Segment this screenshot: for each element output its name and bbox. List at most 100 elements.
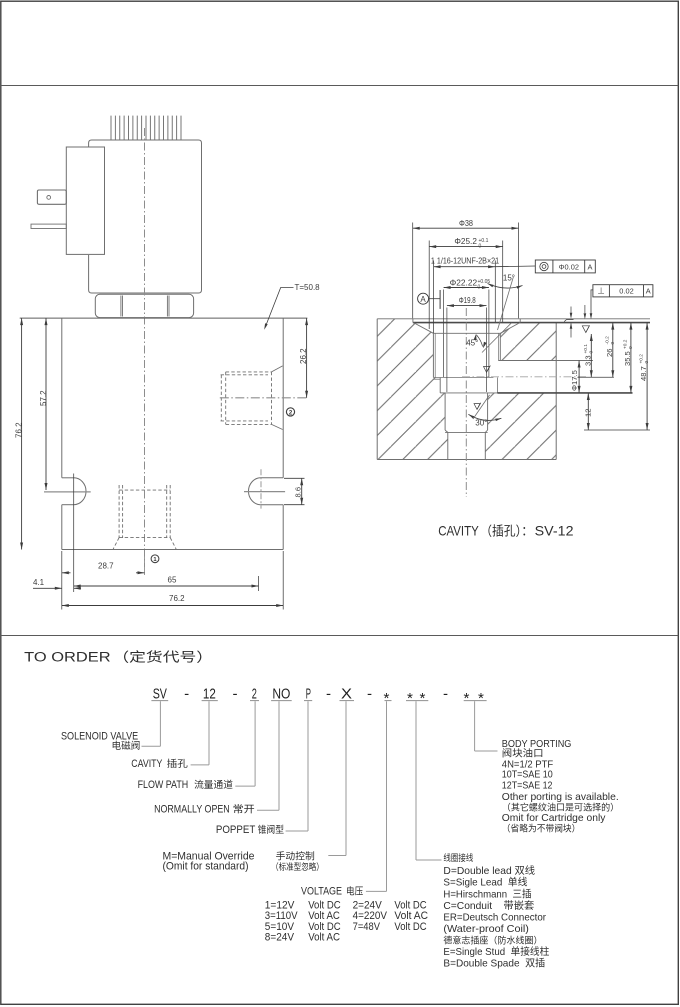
svg-text:*: * [420, 690, 426, 707]
svg-text:Volt AC: Volt AC [308, 910, 340, 922]
svg-text:CAVITY: CAVITY [438, 522, 479, 538]
svg-text:ER=Deutsch Connector: ER=Deutsch Connector [443, 912, 546, 923]
svg-text:德意志插座（防水线圈）: 德意志插座（防水线圈） [443, 934, 542, 945]
svg-text:A: A [588, 263, 593, 272]
svg-text:A: A [420, 295, 426, 304]
svg-text:Φ25.2: Φ25.2 [454, 237, 477, 246]
svg-text:FLOW PATH: FLOW PATH [138, 779, 189, 791]
svg-text:0.02: 0.02 [619, 287, 633, 296]
svg-text:10T=SAE 10: 10T=SAE 10 [502, 770, 553, 781]
svg-text:4=220V: 4=220V [353, 910, 388, 922]
svg-text:锥阀型: 锥阀型 [258, 823, 285, 836]
svg-text:E=Single Stud 单接线柱: E=Single Stud 单接线柱 [443, 945, 549, 958]
svg-text:28.7: 28.7 [98, 562, 114, 571]
svg-text:BODY PORTING: BODY PORTING [502, 739, 572, 750]
svg-text:-: - [367, 686, 372, 703]
svg-text:NORMALLY OPEN: NORMALLY OPEN [154, 804, 230, 816]
svg-text:-: - [184, 686, 189, 703]
svg-text:Omit for Cartridge only: Omit for Cartridge only [502, 813, 606, 824]
svg-text:线圈接线: 线圈接线 [443, 852, 473, 863]
svg-text:手动控制: 手动控制 [276, 850, 315, 863]
svg-text:45°: 45° [466, 339, 478, 348]
svg-text:2: 2 [252, 686, 257, 703]
svg-text:Φ38: Φ38 [459, 219, 473, 228]
svg-text:Volt DC: Volt DC [394, 921, 427, 933]
svg-text:76.2: 76.2 [169, 594, 185, 603]
svg-text:SOLENOID VALVE: SOLENOID VALVE [61, 731, 138, 743]
svg-text:3=110V: 3=110V [265, 910, 299, 922]
svg-text:12: 12 [583, 409, 592, 417]
svg-text:*: * [384, 690, 390, 707]
svg-text:C=Conduit 带嵌套: C=Conduit 带嵌套 [443, 899, 534, 912]
svg-text:插孔: 插孔 [167, 757, 188, 770]
svg-text:4N=1/2 PTF: 4N=1/2 PTF [502, 759, 553, 770]
svg-text:（省略为不带阀块）: （省略为不带阀块） [502, 823, 581, 834]
svg-text:TO ORDER: TO ORDER [24, 650, 111, 666]
svg-text:B=Double Spade 双插: B=Double Spade 双插 [443, 957, 545, 970]
svg-text:(Omit for standard): (Omit for standard) [163, 861, 249, 873]
svg-text:+0.2: +0.2 [622, 339, 628, 349]
svg-text:4.1: 4.1 [33, 578, 45, 587]
svg-text:P: P [306, 686, 311, 703]
svg-text:-0.2: -0.2 [605, 336, 611, 345]
svg-text:(Water-proof Coil): (Water-proof Coil) [443, 924, 529, 935]
svg-text:D=Double lead 双线: D=Double lead 双线 [443, 864, 535, 877]
svg-text:（标准型忽略）: （标准型忽略） [271, 861, 324, 872]
svg-text:Volt DC: Volt DC [308, 921, 341, 933]
svg-text:0: 0 [588, 351, 594, 354]
svg-text:SV: SV [153, 686, 168, 703]
svg-text:12T=SAE 12: 12T=SAE 12 [502, 780, 553, 791]
svg-text:76.2: 76.2 [14, 422, 23, 438]
svg-text:常开: 常开 [233, 803, 255, 816]
svg-text:-: - [443, 686, 448, 703]
svg-text:8.6: 8.6 [293, 487, 302, 498]
svg-text:26.2: 26.2 [299, 348, 308, 364]
svg-text:Other porting is available.: Other porting is available. [502, 792, 619, 803]
svg-text:+0.1: +0.1 [583, 344, 589, 354]
svg-text:*: * [478, 690, 484, 707]
svg-text:⊥: ⊥ [597, 286, 604, 296]
svg-text:0: 0 [479, 244, 482, 250]
svg-text:26: 26 [605, 349, 614, 357]
svg-text:0: 0 [610, 342, 616, 345]
svg-text:电压: 电压 [346, 885, 363, 898]
svg-text:2: 2 [289, 410, 293, 416]
svg-text:+0.1: +0.1 [479, 238, 489, 244]
svg-text:8=24V: 8=24V [265, 931, 295, 943]
svg-text:1=12V: 1=12V [265, 900, 295, 912]
svg-text:65: 65 [168, 576, 177, 585]
svg-text:Φ17.5: Φ17.5 [570, 370, 579, 391]
svg-text:NO: NO [272, 686, 290, 703]
svg-text:Φ0.02: Φ0.02 [559, 263, 579, 272]
svg-text:3.3: 3.3 [583, 355, 592, 366]
svg-text:7=48V: 7=48V [353, 921, 381, 933]
svg-text:POPPET: POPPET [216, 824, 256, 836]
svg-text:35.5: 35.5 [623, 351, 632, 366]
svg-text:30°: 30° [475, 419, 487, 428]
svg-text:T=50.8: T=50.8 [295, 283, 321, 292]
svg-text:Volt DC: Volt DC [394, 900, 427, 912]
svg-text:-: - [233, 686, 238, 703]
svg-text:1: 1 [153, 557, 157, 563]
svg-text:*: * [464, 690, 470, 707]
svg-text:Φ22.22: Φ22.22 [450, 278, 478, 287]
svg-text:X: X [341, 686, 352, 703]
svg-text:（其它螺纹油口是可选择的）: （其它螺纹油口是可选择的） [502, 802, 619, 813]
svg-text:48.7: 48.7 [639, 366, 648, 381]
svg-text:0: 0 [628, 346, 634, 349]
svg-text:57.2: 57.2 [39, 390, 48, 406]
svg-text:Volt DC: Volt DC [308, 900, 341, 912]
svg-text:5=10V: 5=10V [265, 921, 295, 933]
svg-text:Φ19.8: Φ19.8 [459, 296, 476, 305]
svg-text:*: * [407, 690, 413, 707]
svg-text:-: - [326, 686, 331, 703]
svg-text:Volt AC: Volt AC [394, 910, 428, 922]
svg-text:15°: 15° [503, 274, 515, 283]
svg-text:Volt AC: Volt AC [308, 931, 340, 943]
svg-text:S=Sigle Lead 单线: S=Sigle Lead 单线 [443, 876, 527, 889]
svg-text:+0.2: +0.2 [638, 354, 644, 364]
svg-text:阀块油口: 阀块油口 [502, 747, 544, 759]
svg-text:0: 0 [644, 361, 650, 364]
svg-text:M=Manual Override: M=Manual Override [163, 851, 255, 863]
svg-text:H=Hirschmann 三插: H=Hirschmann 三插 [443, 887, 531, 900]
